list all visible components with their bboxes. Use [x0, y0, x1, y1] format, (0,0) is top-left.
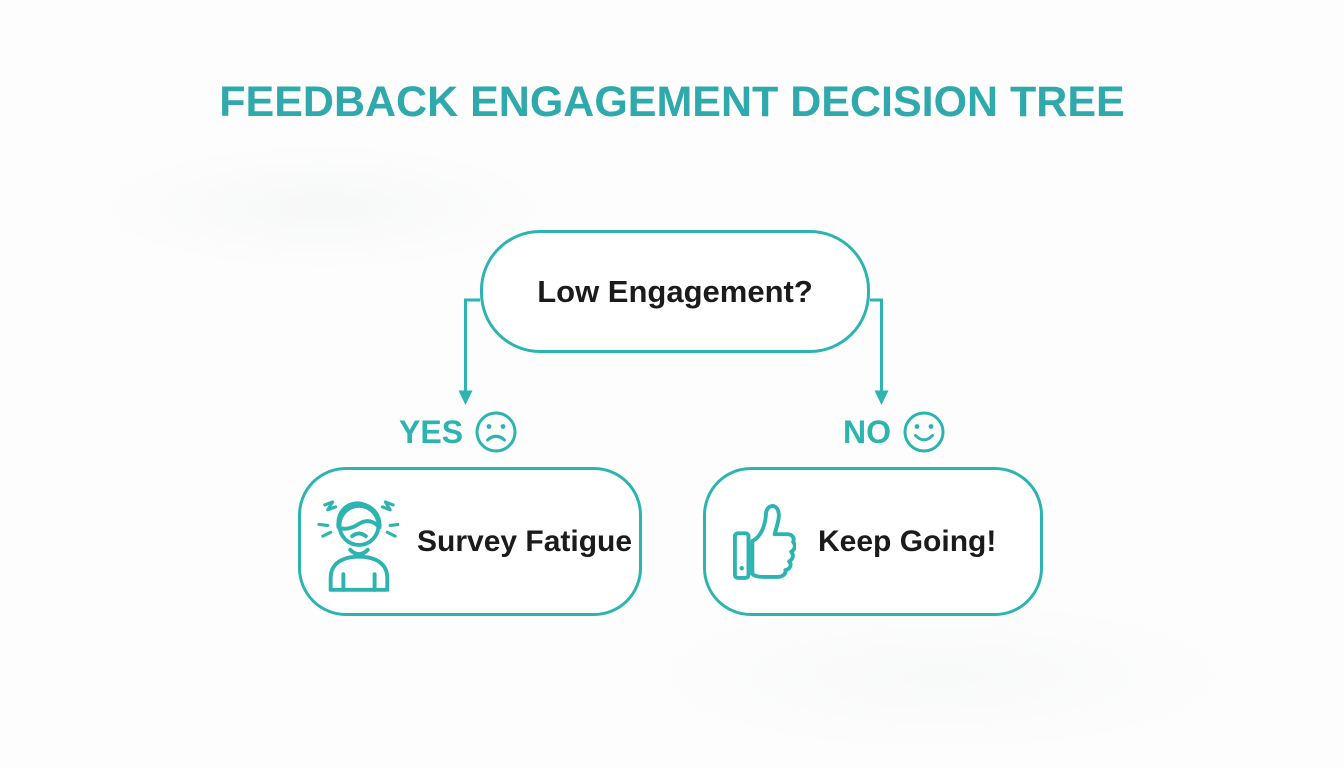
happy-face-icon [902, 410, 946, 454]
thumbs-up-icon [732, 498, 796, 586]
sad-face-icon [474, 410, 518, 454]
root-node-label: Low Engagement? [537, 273, 813, 309]
outcome-label-survey-fatigue: Survey Fatigue [417, 524, 633, 558]
root-node: Low Engagement? [480, 230, 870, 353]
page-title: FEEDBACK ENGAGEMENT DECISION TREE [219, 78, 1125, 126]
branch-no-text: NO [843, 413, 891, 450]
outcome-node-keep-going: Keep Going! [703, 467, 1043, 616]
outcome-label-keep-going: Keep Going! [818, 524, 997, 558]
stressed-person-icon [317, 492, 399, 592]
branch-label-yes: YES [399, 410, 518, 454]
connector-arrow-yes [458, 298, 480, 405]
outcome-node-survey-fatigue: Survey Fatigue [298, 467, 642, 616]
branch-label-no: NO [843, 410, 946, 454]
branch-yes-text: YES [399, 413, 464, 450]
connector-arrow-no [870, 298, 889, 405]
